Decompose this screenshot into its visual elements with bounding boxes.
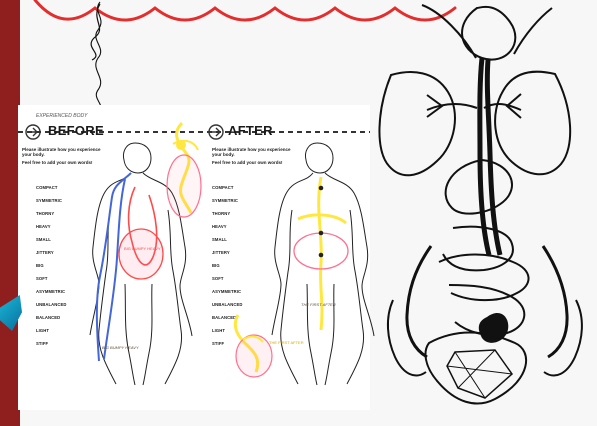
before-annotation: BIG BUMPY HEAVY xyxy=(102,345,139,350)
before-heading: BEFORE xyxy=(48,123,104,138)
before-word-unbalanced: UNBALANCED xyxy=(36,302,67,307)
after-word-small: SMALL xyxy=(212,237,227,242)
dark-red-left-strip xyxy=(0,0,20,426)
before-word-soft: SOFT xyxy=(36,276,48,281)
before-word-heavy: HEAVY xyxy=(36,224,51,229)
after-word-jittery: JITTERY xyxy=(212,250,230,255)
after-word-soft: SOFT xyxy=(212,276,224,281)
vertical-squiggle xyxy=(82,0,122,110)
after-annotation: THE FIRST AFTER xyxy=(301,302,336,307)
before-word-asymmetric: ASYMMETRIC xyxy=(36,289,65,294)
before-word-stiff: STIFF xyxy=(36,341,48,346)
after-yellow-figure xyxy=(223,307,293,397)
before-word-light: LIGHT xyxy=(36,328,49,333)
before-annotation-text: BIG BUMPY HEAVY xyxy=(124,246,161,251)
before-word-compact: COMPACT xyxy=(36,185,58,190)
anatomy-line-drawing xyxy=(367,0,597,410)
after-word-big: BIG xyxy=(212,263,220,268)
experienced-body-label: EXPERIENCED BODY xyxy=(36,113,87,119)
experienced-body-worksheet: EXPERIENCED BODY BEFORE AFTER Please ill… xyxy=(18,105,370,410)
before-word-small: SMALL xyxy=(36,237,51,242)
before-word-symmetric: SYMMETRIC xyxy=(36,198,62,203)
before-word-balanced: BALANCED xyxy=(36,315,60,320)
before-prompt-line-2: your body. xyxy=(22,152,45,157)
before-word-jittery: JITTERY xyxy=(36,250,54,255)
after-word-asymmetric: ASYMMETRIC xyxy=(212,289,241,294)
before-word-big: BIG xyxy=(36,263,44,268)
before-word-thorny: THORNY xyxy=(36,211,54,216)
after-heading: AFTER xyxy=(228,123,273,138)
before-yellow-figure xyxy=(143,113,228,233)
